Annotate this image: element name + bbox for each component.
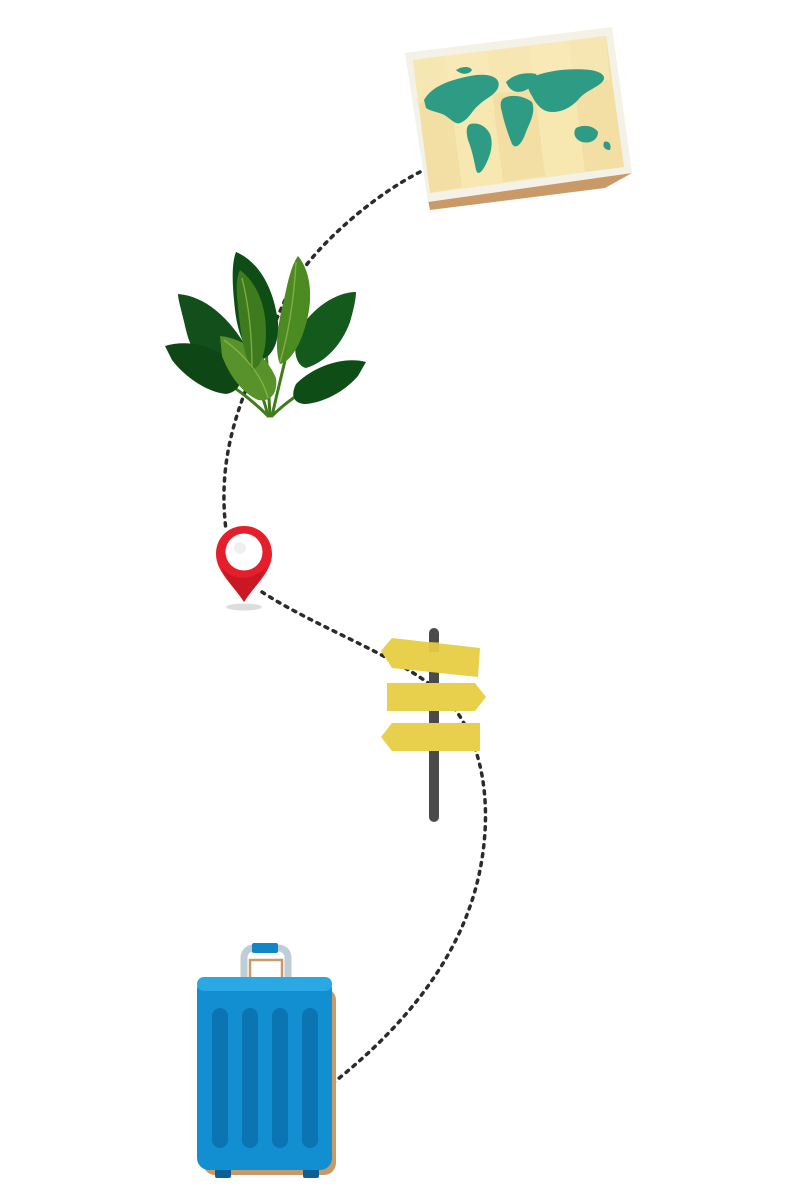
suitcase-icon [197, 943, 336, 1178]
tropical-plant-icon [165, 252, 366, 418]
location-pin-icon [216, 526, 272, 611]
world-map-icon [405, 27, 632, 210]
signpost-icon [381, 628, 486, 822]
